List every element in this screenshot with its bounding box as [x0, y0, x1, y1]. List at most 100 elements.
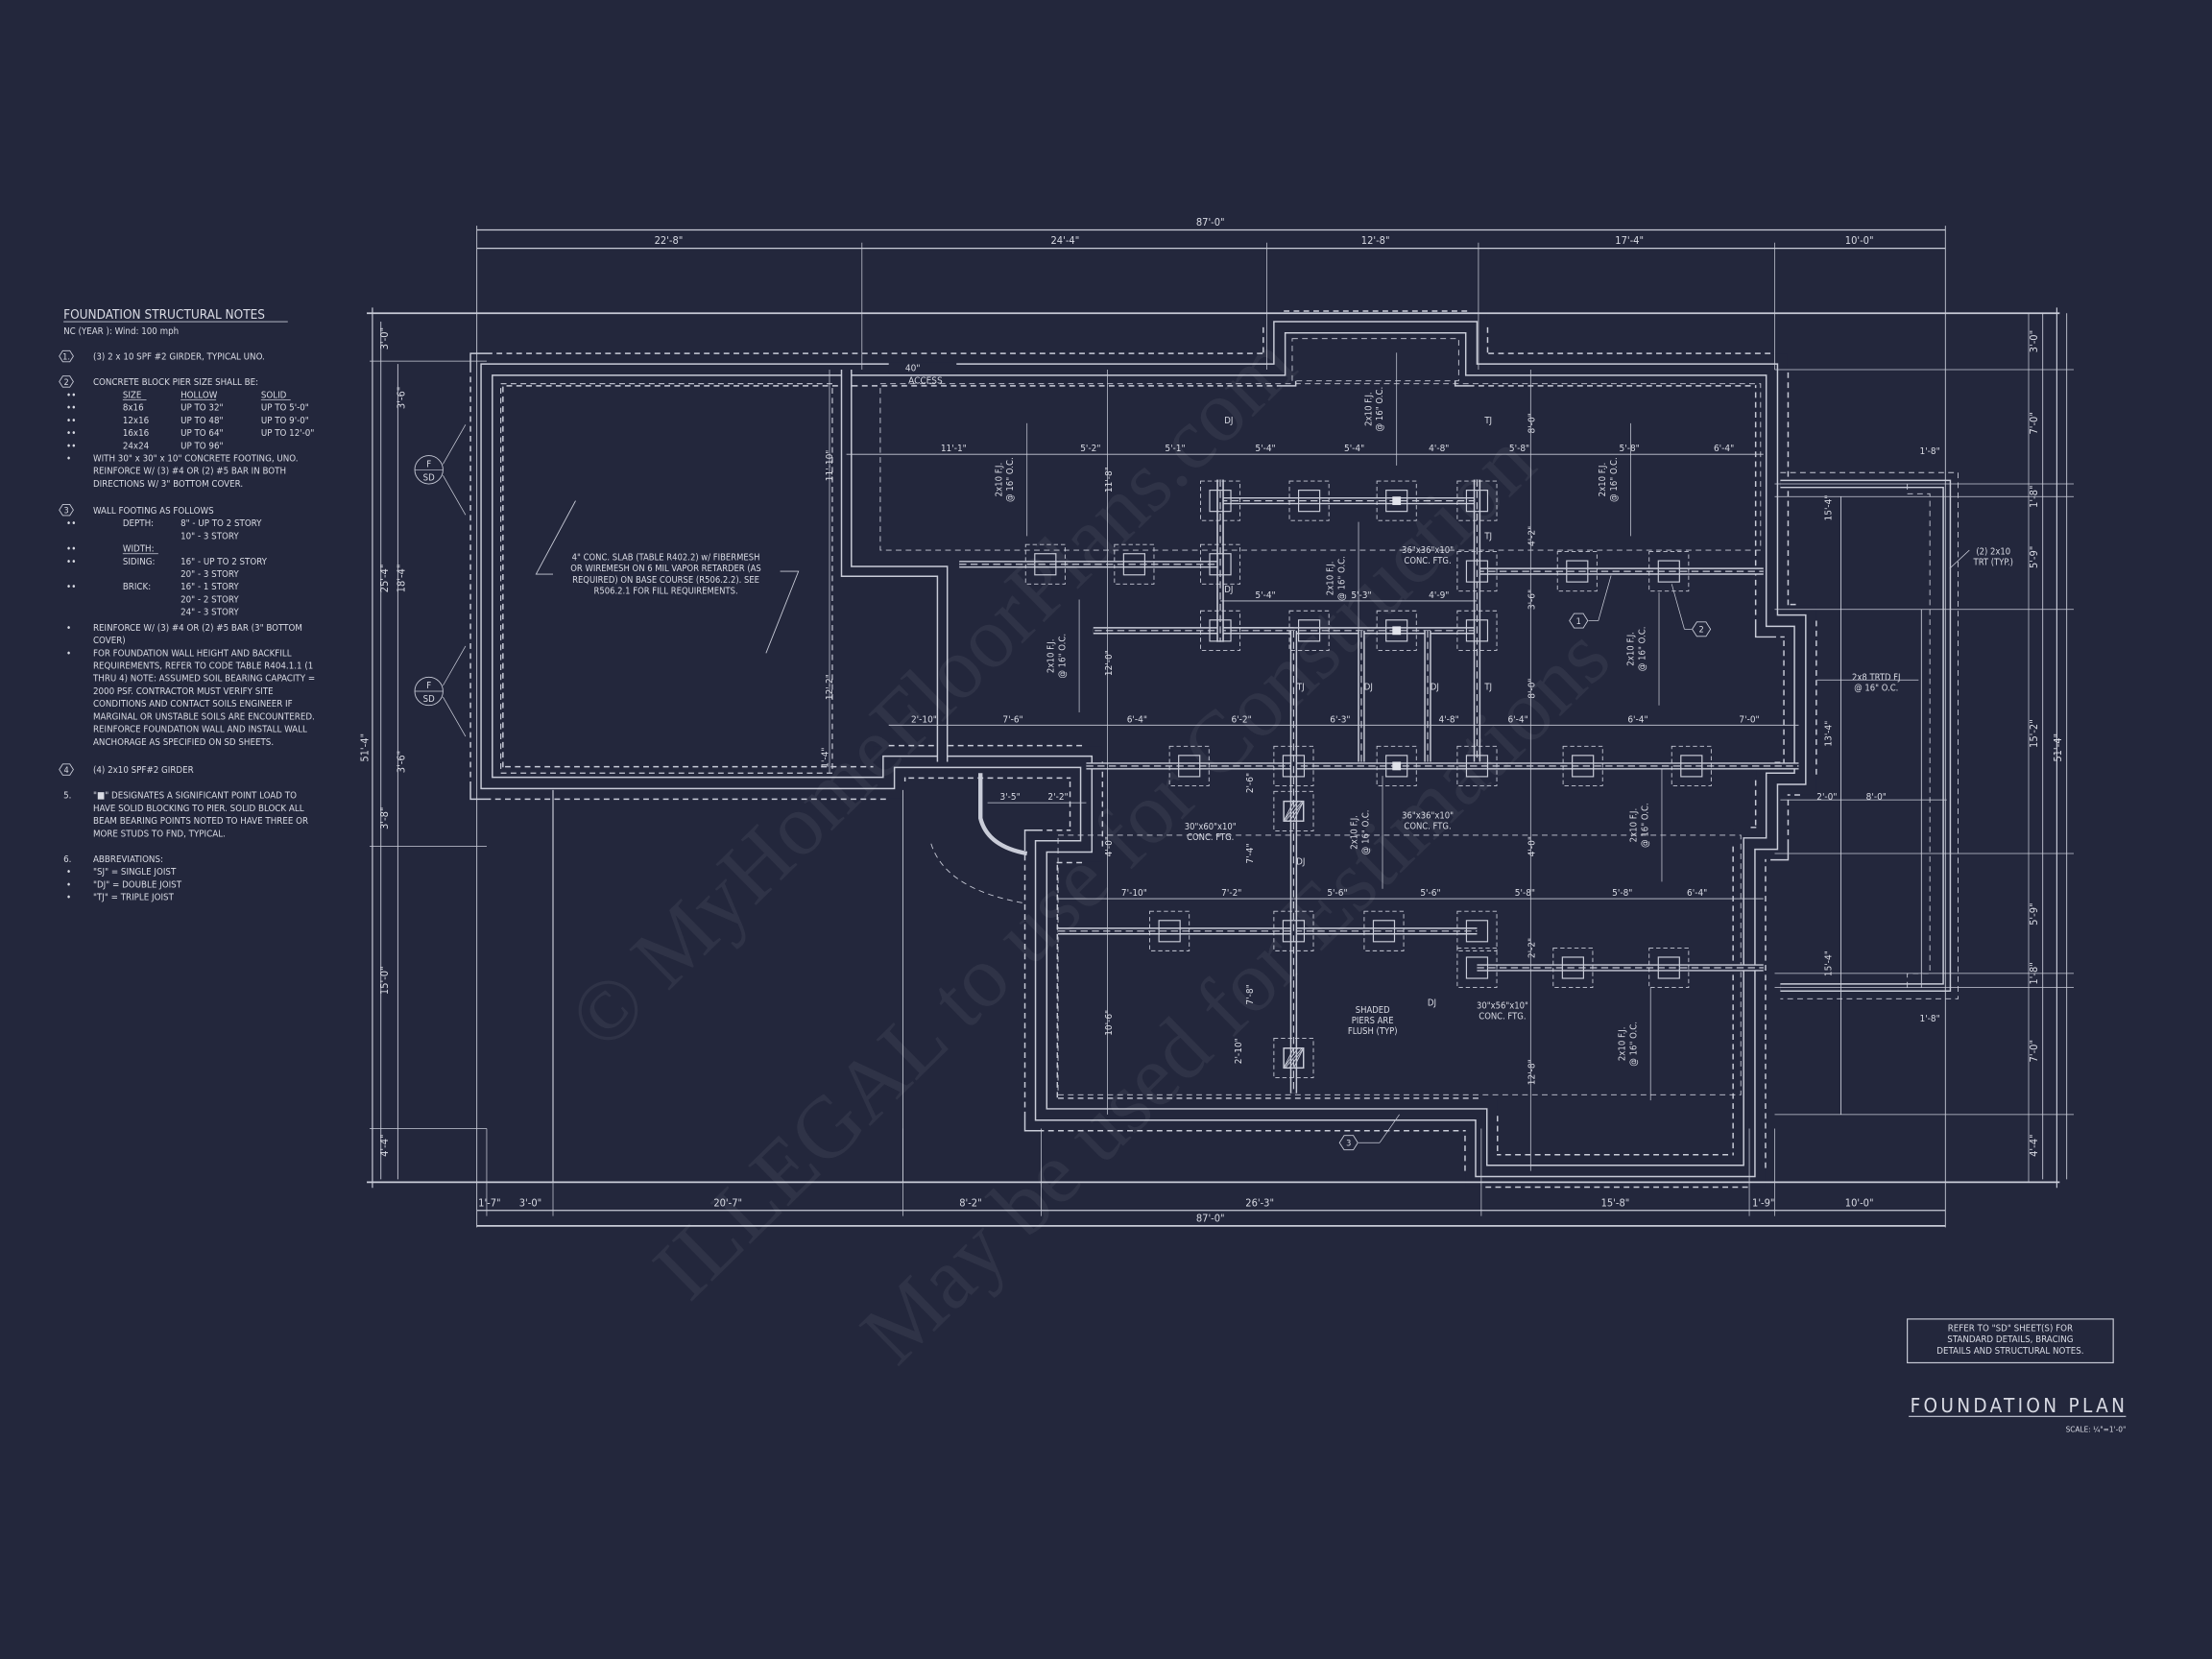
bottom-dimension: 20'-7"	[713, 1196, 742, 1209]
note-text: HAVE SOLID BLOCKING TO PIER. SOLID BLOCK…	[93, 804, 304, 814]
pier	[1465, 920, 1489, 943]
footing-note: CONC. FTG.	[1404, 821, 1451, 831]
leader	[1949, 549, 1970, 569]
interior-dimension: 7'-2"	[1221, 888, 1241, 899]
note-text: WALL FOOTING AS FOLLOWS	[93, 506, 214, 517]
interior-dimension: 5'-8"	[1612, 888, 1632, 899]
reference-line: STANDARD DETAILS, BRACING	[1947, 1334, 2073, 1345]
callout-hex-icon	[1692, 621, 1712, 637]
note-marker: ••	[66, 428, 76, 439]
pier	[1465, 956, 1489, 979]
top-dimension: 17'-4"	[1615, 234, 1644, 247]
pier-hatch	[1293, 1047, 1305, 1069]
note-marker: •	[66, 879, 71, 890]
interior-dimension: 8'-0"	[1866, 792, 1887, 803]
pier-footing	[1376, 610, 1417, 651]
pier-footing	[1376, 745, 1417, 786]
top-dimension: 10'-0"	[1845, 234, 1874, 247]
note-text: "SJ" = SINGLE JOIST	[93, 867, 177, 878]
joist-marker: TJ	[1483, 416, 1492, 426]
title-block: REFER TO "SD" SHEET(S) FOR STANDARD DETA…	[1907, 1318, 2126, 1433]
slab-leader	[535, 500, 576, 575]
interior-dimension: 5'-3"	[1351, 590, 1371, 601]
bottom-dimension: 87'-0"	[1196, 1213, 1225, 1225]
callout-hex-icon	[1338, 1135, 1358, 1151]
interior-dimension: 5'-2"	[1080, 444, 1100, 454]
stair-curve	[978, 773, 1028, 856]
note-text: THRU 4) NOTE: ASSUMED SOIL BEARING CAPAC…	[92, 674, 315, 685]
pier-footing	[1456, 910, 1498, 951]
note-text: REINFORCE W/ (3) #4 OR (2) #5 BAR IN BOT…	[93, 467, 286, 477]
note-text: 8" - UP TO 2 STORY	[180, 518, 262, 529]
interior-dimension: 6'-4"	[1714, 444, 1734, 454]
interior-vertical-dimension: 2'-10"	[1234, 1038, 1244, 1064]
pier	[1465, 619, 1489, 642]
slab-note: R506.2.1 FOR FILL REQUIREMENTS.	[593, 587, 737, 597]
note-text: ABBREVIATIONS:	[93, 854, 163, 865]
joist-label: 2x10 F.J.	[1626, 632, 1637, 666]
porch-beam-note: (2) 2x10	[1976, 546, 2010, 557]
interior-dimension: 6'-4"	[1627, 714, 1647, 725]
slab-note: REQUIRED) ON BASE COURSE (R506.2.2). SEE	[572, 575, 759, 586]
note-text: FOR FOUNDATION WALL HEIGHT AND BACKFILL	[93, 648, 292, 659]
right-dimension: 5'-9"	[2028, 902, 2040, 925]
pier-footing	[1200, 610, 1241, 651]
note-number-hex-icon-label: 4	[63, 766, 68, 776]
pier	[1297, 619, 1321, 642]
right-dimension: 1'-8"	[2028, 485, 2040, 507]
note-marker: ••	[66, 518, 76, 529]
pier-footing	[1456, 610, 1498, 651]
joist-label: 2x10 F.J.	[1629, 808, 1640, 843]
interior-dimension: 1'-8"	[1920, 446, 1940, 457]
interior-dimension: 6'-4"	[1507, 714, 1527, 725]
bottom-dimension: 8'-2"	[959, 1196, 981, 1209]
note-text: 16" - 1 STORY	[180, 582, 239, 592]
pier	[1158, 920, 1181, 943]
pier	[1385, 619, 1408, 642]
interior-dimension: 7'-10"	[1121, 888, 1147, 899]
interior-vertical-dimension: 1'-4"	[821, 747, 831, 767]
joist-marker: DJ	[1296, 857, 1305, 868]
leader	[1598, 575, 1612, 621]
interior-vertical-dimension: 13'-4"	[1823, 721, 1834, 747]
right-dimension: 5'-9"	[2028, 546, 2040, 568]
callout-hex-icon-label: 3	[1346, 1140, 1351, 1149]
pier-footing	[1456, 480, 1498, 521]
note-text: "TJ" = TRIPLE JOIST	[93, 892, 175, 902]
note-text: 24" - 3 STORY	[180, 608, 239, 618]
pier-footing	[1288, 610, 1330, 651]
porch-beam-note: TRT (TYP.)	[1973, 557, 2013, 567]
joist-marker: TJ	[1483, 531, 1492, 541]
pier	[1385, 490, 1408, 513]
joist-label: 2x10 F.J.	[1350, 815, 1360, 850]
pier	[1034, 553, 1057, 576]
note-text: UP TO 9'-0"	[261, 416, 309, 426]
joist-spacing-label: @ 16" O.C.	[1640, 803, 1650, 848]
pier	[1282, 920, 1306, 943]
joist-label: 2x10 F.J.	[1326, 562, 1336, 596]
garage-slab	[500, 383, 833, 774]
note-text: UP TO 5'-0"	[261, 403, 309, 414]
note-text: MARGINAL OR UNSTABLE SOILS ARE ENCOUNTER…	[93, 711, 315, 722]
note-text: CONCRETE BLOCK PIER SIZE SHALL BE:	[93, 377, 258, 388]
porch-footing	[1780, 471, 1959, 999]
flush-pier-footing	[1273, 1038, 1314, 1079]
left-dimension: 3'-6"	[396, 751, 408, 773]
pier	[1297, 490, 1321, 513]
slab-note: OR WIREMESH ON 6 MIL VAPOR RETARDER (AS	[570, 564, 761, 574]
joist-spacing-label: @ 16" O.C.	[1375, 387, 1385, 432]
joist-marker: TJ	[1483, 683, 1492, 693]
note-text: (4) 2x10 SPF#2 GIRDER	[93, 765, 194, 776]
note-text: REINFORCE W/ (3) #4 OR (2) #5 BAR (3" BO…	[93, 623, 302, 634]
note-text: 16" - UP TO 2 STORY	[180, 557, 268, 567]
pier-footing	[1273, 910, 1314, 951]
porch-inner-line	[1907, 484, 1931, 988]
note-number-hex-icon	[59, 349, 74, 363]
interior-dimension: 2'-10"	[911, 714, 937, 725]
left-dimension: 18'-4"	[396, 565, 408, 593]
pier-hatch	[1283, 801, 1294, 822]
note-text: 20" - 2 STORY	[180, 594, 239, 605]
footing-note: CONC. FTG.	[1479, 1012, 1526, 1022]
